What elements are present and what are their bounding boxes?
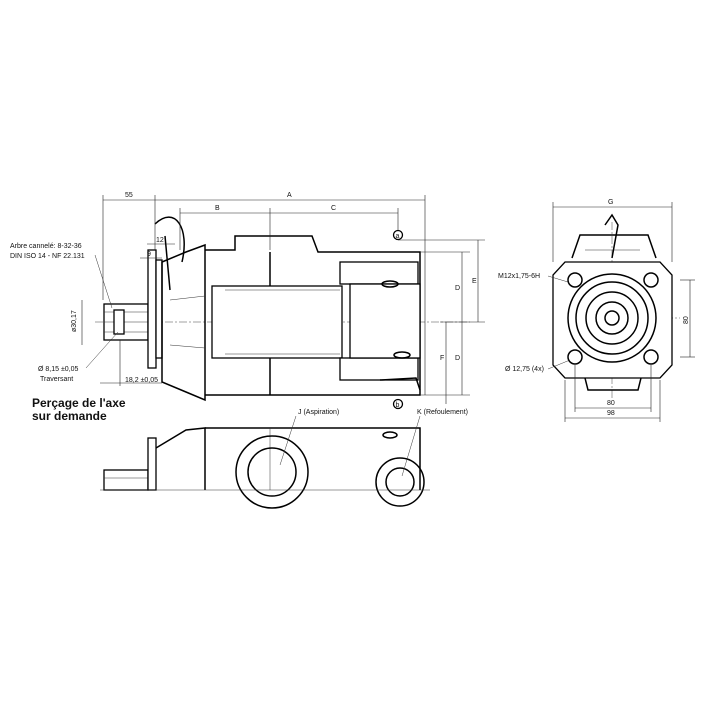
dim-C: C bbox=[331, 205, 336, 212]
bottom-view: J (Aspiration) K (Refoulement) bbox=[100, 409, 468, 509]
dim-D-lower: D bbox=[455, 355, 460, 362]
dim-A: A bbox=[287, 192, 292, 199]
port-K-label: K (Refoulement) bbox=[417, 409, 468, 416]
dim-G: G bbox=[608, 199, 613, 206]
end-view: G 80 80 98 M12x1,75-6H Ø 12,75 (4x) bbox=[498, 199, 695, 422]
side-view: a b 55 A B C 12 9 ø30,17 Arbre cannelé: … bbox=[10, 192, 485, 410]
bore-annotation-line2: Traversant bbox=[40, 376, 73, 383]
port-J-label: J (Aspiration) bbox=[298, 409, 339, 416]
dim-98: 98 bbox=[607, 410, 615, 417]
dim-shaft-diameter: ø30,17 bbox=[71, 310, 78, 332]
dim-80-vertical: 80 bbox=[683, 316, 690, 324]
dim-E: E bbox=[472, 278, 477, 285]
dim-F: F bbox=[440, 355, 444, 362]
dim-18-2: 18,2 ±0,05 bbox=[125, 377, 158, 384]
bore-annotation-line1: Ø 8,15 ±0,05 bbox=[38, 366, 79, 373]
dim-D-upper: D bbox=[455, 285, 460, 292]
port-marker-a: a bbox=[396, 233, 400, 240]
dim-12: 12 bbox=[156, 237, 164, 244]
dim-9: 9 bbox=[147, 251, 151, 258]
thread-annotation: M12x1,75-6H bbox=[498, 273, 540, 280]
port-marker-b: b bbox=[396, 402, 400, 409]
dim-B: B bbox=[215, 205, 220, 212]
dim-55: 55 bbox=[125, 192, 133, 199]
spline-annotation-line2: DIN ISO 14 - NF 22.131 bbox=[10, 253, 85, 260]
dim-80-horizontal: 80 bbox=[607, 400, 615, 407]
spline-annotation-line1: Arbre cannelé: 8-32-36 bbox=[10, 243, 82, 250]
holes-annotation: Ø 12,75 (4x) bbox=[505, 366, 544, 373]
drilling-note-line2: sur demande bbox=[32, 409, 107, 423]
drilling-note-line1: Perçage de l'axe bbox=[32, 396, 126, 410]
